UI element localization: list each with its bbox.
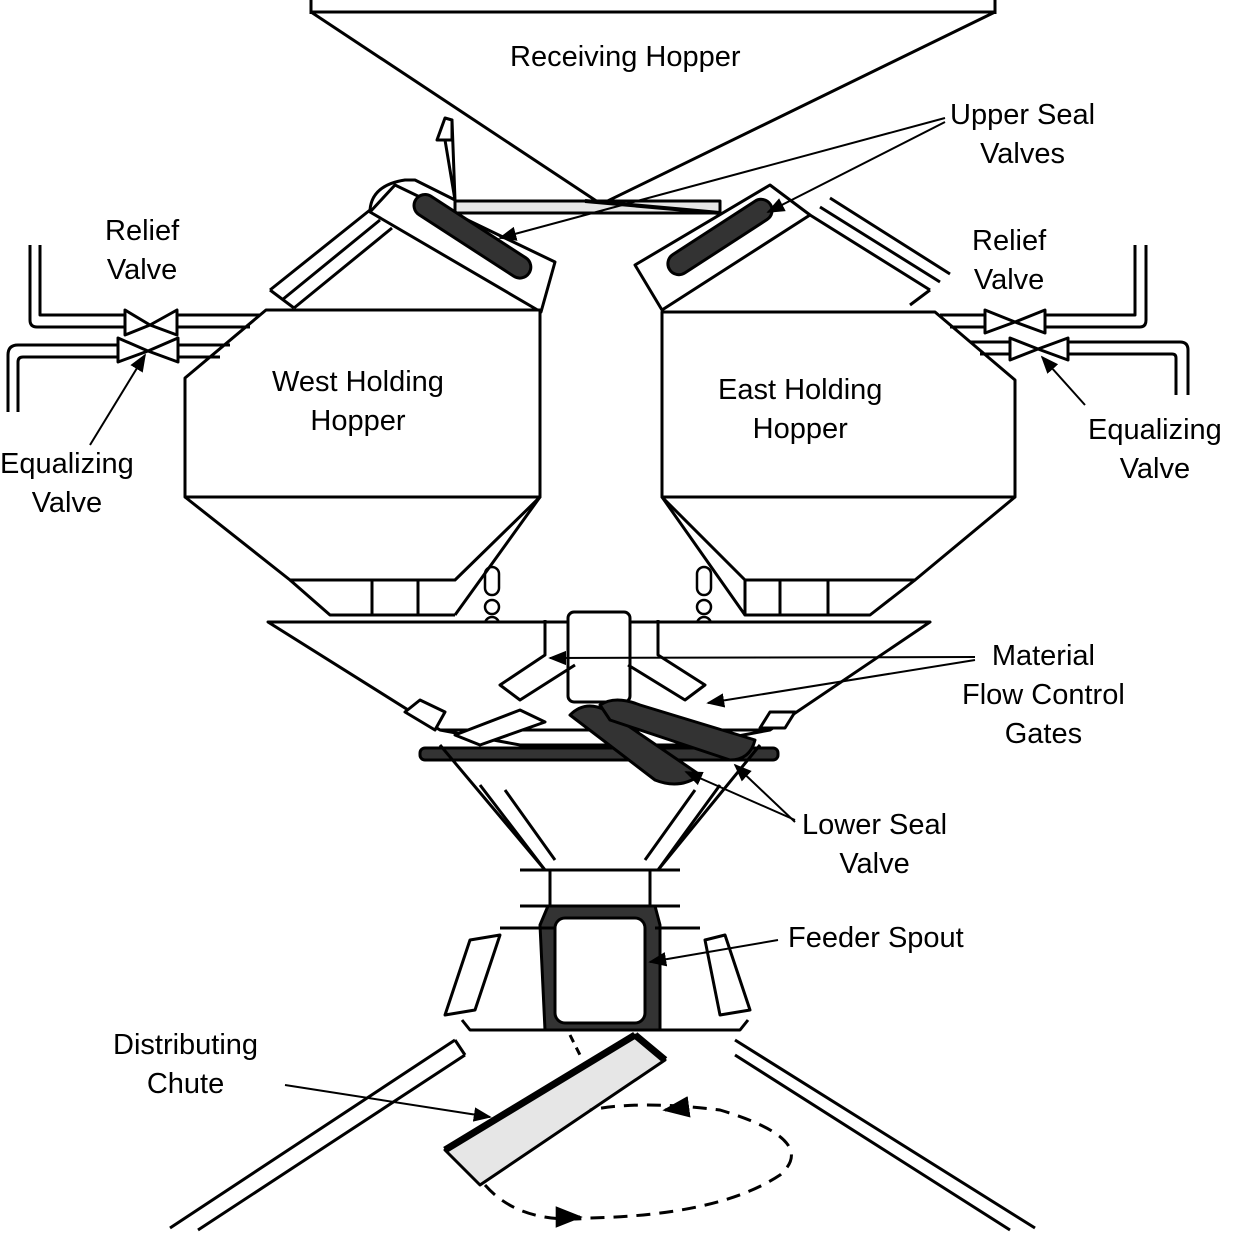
relief-valve-east-label: Relief Valve [972, 225, 1047, 296]
east-feed-pipes [809, 196, 951, 307]
material-gates-leader-east [706, 659, 976, 708]
upper-seal-valves-leader-east [766, 121, 946, 213]
distributing-chute-label: Distributing Chute [113, 1029, 259, 1100]
east-holding-hopper-label: East Holding Hopper [718, 374, 883, 445]
west-holding-hopper-label: West Holding Hopper [272, 366, 444, 437]
west-feed-pipes [269, 208, 393, 310]
central-channel [453, 312, 747, 616]
distributing-chute-leader [284, 1084, 492, 1122]
material-gates-leader-west [548, 650, 976, 666]
equalizing-valve-east-label: Equalizing Valve [1088, 414, 1222, 485]
lower-cone [438, 744, 762, 908]
leader-lines [89, 117, 1086, 1122]
upper-seal-valves-leader-west [498, 117, 946, 241]
east-holding-hopper [660, 310, 1017, 617]
material-flow-control-gates-label: Material Flow Control Gates [962, 640, 1125, 750]
west-upper-seal-valve [368, 116, 557, 314]
feeder-spout-label: Feeder Spout [788, 922, 964, 954]
lower-seal-valve-leader-b [733, 763, 796, 823]
lower-seal-valve [418, 698, 780, 786]
west-relief-valve [28, 245, 260, 337]
upper-seal-valves-label: Upper Seal Valves [950, 99, 1096, 170]
east-equalizing-valve [970, 336, 1190, 395]
lower-seal-valve-leader-a [684, 771, 796, 821]
east-relief-valve [940, 245, 1148, 335]
receiving-hopper-label: Receiving Hopper [510, 41, 741, 73]
equalizing-valve-east-leader [1040, 355, 1086, 406]
feeder-spout [443, 904, 752, 1032]
equalizing-valve-west-label: Equalizing Valve [0, 448, 134, 519]
distributing-chute [443, 1032, 793, 1228]
equalizing-valve-west-leader [89, 353, 146, 446]
relief-valve-west-label: Relief Valve [105, 215, 180, 286]
feeder-spout-leader [648, 939, 779, 967]
furnace-top-walls [169, 1038, 1036, 1232]
receiving-hopper [309, 0, 997, 215]
lower-seal-valve-label: Lower Seal Valve [802, 809, 948, 880]
west-holding-hopper [183, 308, 542, 617]
east-upper-seal-valve [633, 183, 812, 312]
